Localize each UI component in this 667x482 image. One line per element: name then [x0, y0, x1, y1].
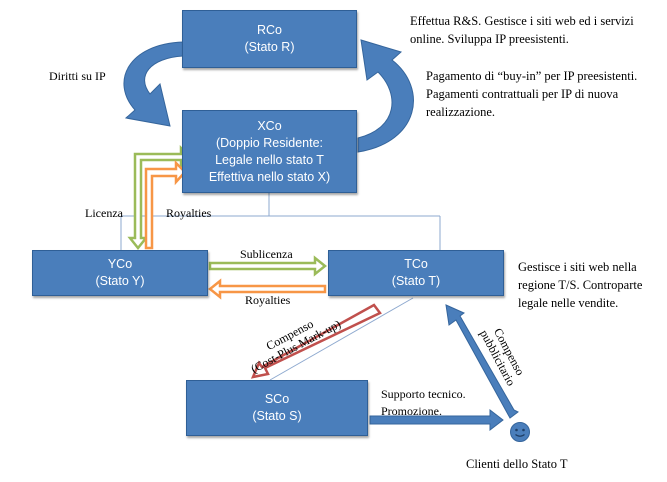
ownership-lines: [120, 193, 441, 381]
royalties-to-yco-arrow: [207, 278, 327, 300]
rco-box[interactable]: RCo (Stato R): [182, 10, 357, 68]
tco-state: (Stato T): [391, 274, 441, 288]
buyin-payment-arrow: [357, 39, 414, 153]
xco-line4: Effettiva nello stato X): [208, 169, 331, 184]
compenso-arrow: [250, 303, 382, 379]
sco-name: SCo: [264, 392, 290, 406]
sco-box[interactable]: SCo (Stato S): [186, 380, 368, 436]
sublicenza-label: Sublicenza: [240, 247, 293, 261]
tco-description: Gestisce i siti web nella regione T/S. C…: [518, 260, 643, 310]
licenza-arrow: [127, 144, 192, 251]
xco-name: XCo: [257, 118, 282, 133]
xco-line3: Legale nello stato T: [215, 152, 324, 167]
ownership-line: [269, 297, 414, 381]
yco-state: (Stato Y): [95, 274, 145, 288]
royalties-tco-label: Royalties: [245, 293, 291, 307]
royalties-to-xco-arrow: [144, 159, 187, 250]
licenza-label: Licenza: [85, 206, 123, 220]
sco-state: (Stato S): [252, 409, 302, 423]
tco-box[interactable]: TCo (Stato T): [328, 250, 504, 296]
supporto-label-2: Promozione.: [381, 404, 442, 418]
ip-rights-arrow: [123, 41, 184, 127]
ip-rights-label: Diritti su IP: [49, 69, 106, 83]
compenso-pubblicitario-arrow: [445, 304, 519, 419]
supporto-arrow: [369, 408, 504, 432]
supporto-label-1: Supporto tecnico.: [381, 387, 466, 401]
sublicenza-arrow: [208, 255, 328, 277]
tco-name: TCo: [404, 257, 428, 271]
rco-name: RCo: [256, 23, 282, 37]
buyin-note: Pagamento di “buy-in” per IP preesistent…: [426, 69, 638, 119]
royalties-xco-label: Royalties: [166, 206, 212, 220]
rco-state: (Stato R): [244, 40, 295, 54]
xco-line2: (Doppio Residente:: [215, 135, 323, 150]
clients-label: Clienti dello Stato T: [466, 457, 568, 471]
xco-box[interactable]: XCo (Doppio Residente: Legale nello stat…: [182, 110, 357, 193]
rco-description: Effettua R&S. Gestisce i siti web ed i s…: [410, 14, 634, 46]
yco-name: YCo: [107, 257, 133, 271]
clients-smiley-icon: [510, 422, 530, 442]
yco-box[interactable]: YCo (Stato Y): [32, 250, 208, 296]
